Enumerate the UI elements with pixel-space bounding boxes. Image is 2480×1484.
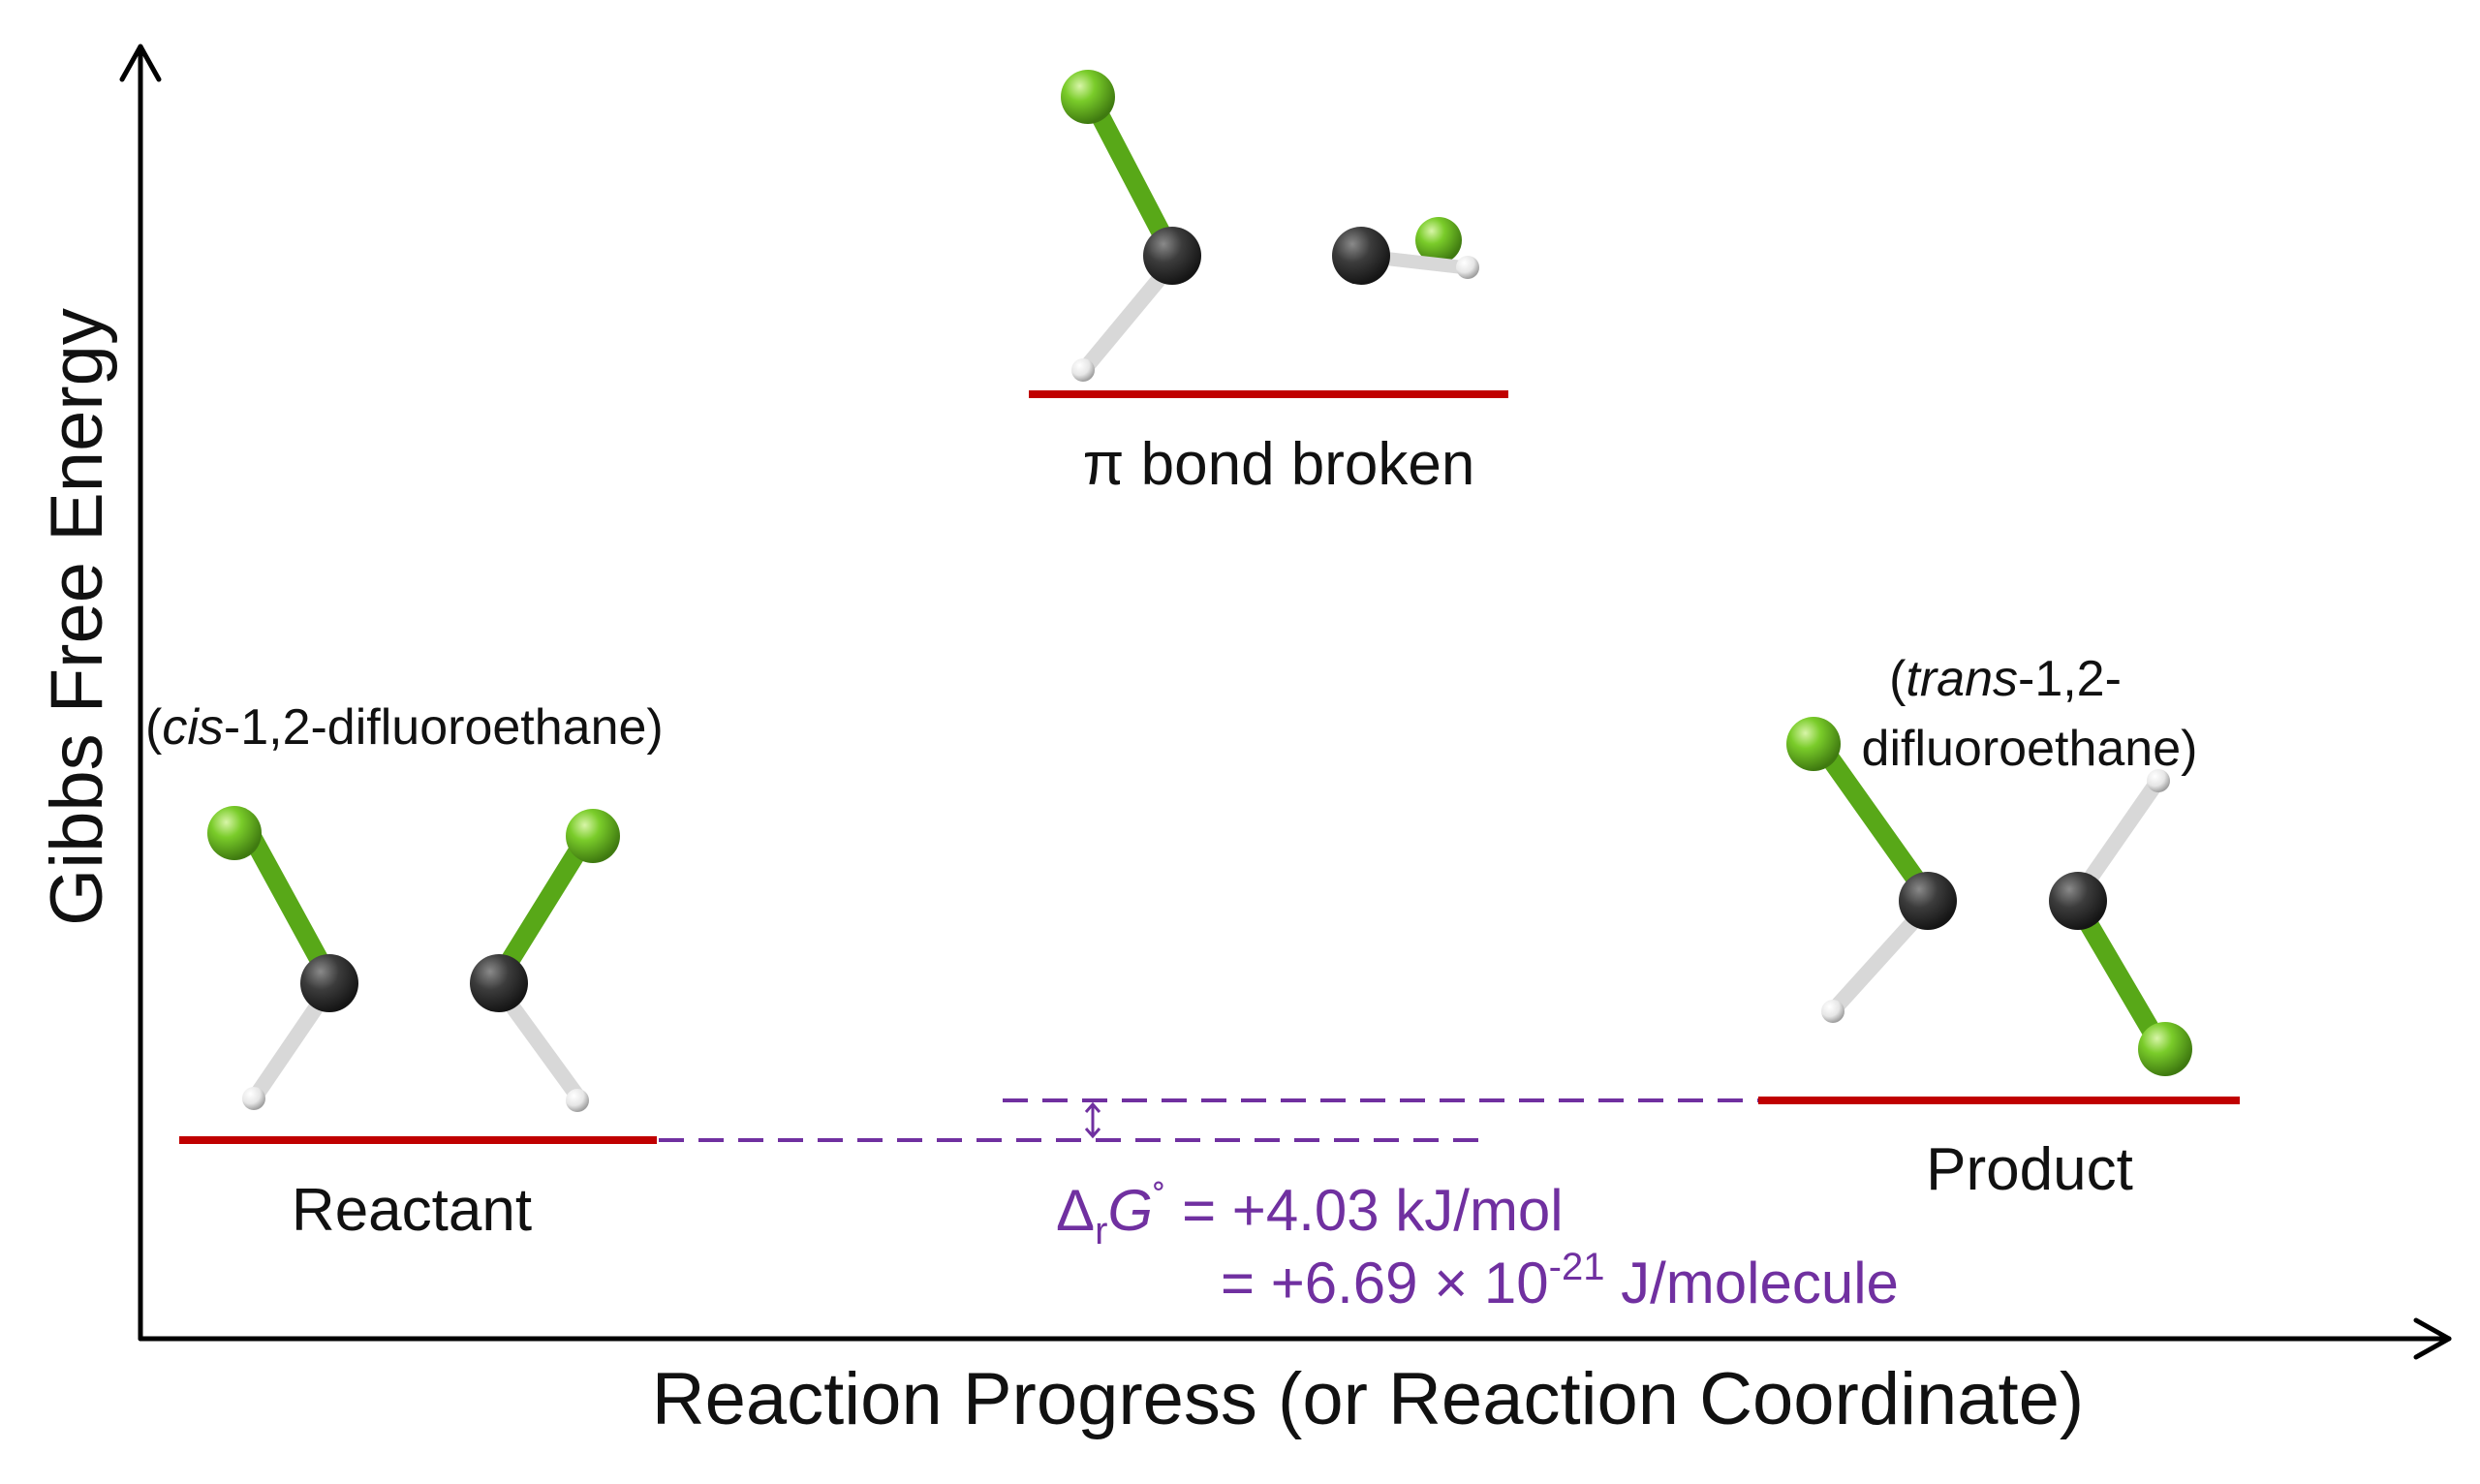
delta-g-line1: ΔrG˚ = +4.03 kJ/mol	[1056, 1178, 1564, 1252]
transition-label: π bond broken	[1083, 431, 1475, 498]
delta-guides	[659, 1098, 1758, 1142]
delta-g-line2: = +6.69 × 10-21 J/molecule	[1221, 1246, 1899, 1315]
product-compound-name-line2: difluoroethane)	[1862, 721, 2198, 777]
reactant-label: Reactant	[292, 1177, 532, 1244]
reactant-compound-name: (cis-1,2-difluoroethane)	[145, 699, 664, 756]
y-axis-arrowhead	[119, 44, 162, 82]
x-axis-label: Reaction Progress (or Reaction Coordinat…	[652, 1358, 2084, 1440]
axes	[119, 44, 2452, 1360]
x-axis-arrowhead	[2413, 1317, 2452, 1360]
product-molecule-image	[1786, 717, 2192, 1076]
product-label: Product	[1926, 1136, 2133, 1203]
reactant-molecule-image	[207, 806, 620, 1112]
delta-double-arrow	[1084, 1101, 1101, 1139]
y-axis-label: Gibbs Free Energy	[36, 308, 118, 926]
product-compound-name-line1: (trans-1,2-	[1889, 651, 2122, 707]
transition-molecule-image	[1061, 70, 1479, 382]
